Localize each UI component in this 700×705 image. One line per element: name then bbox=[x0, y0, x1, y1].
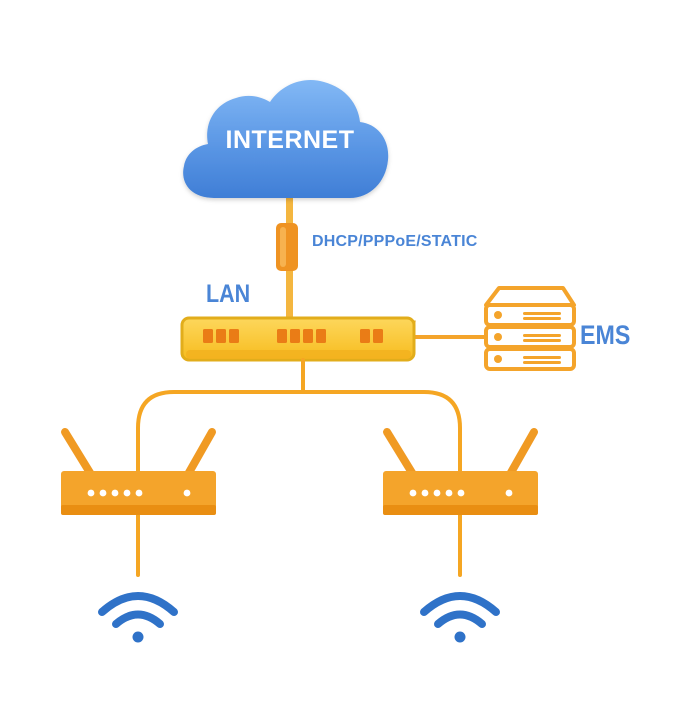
server-icon bbox=[484, 286, 576, 371]
wifi-icon bbox=[420, 592, 500, 643]
distribution-links bbox=[136, 358, 462, 577]
ems-label: EMS bbox=[580, 320, 631, 350]
lan-label: LAN bbox=[206, 280, 251, 308]
internet-label: INTERNET bbox=[225, 126, 355, 154]
uplink-cable bbox=[276, 195, 298, 320]
protocol-label: DHCP/PPPoE/STATIC bbox=[312, 233, 478, 250]
cable-connector bbox=[276, 223, 298, 271]
switch-icon bbox=[180, 316, 416, 362]
router-icon bbox=[61, 428, 216, 515]
switch-ports bbox=[203, 329, 383, 343]
wifi-icon bbox=[98, 592, 178, 643]
router-icon bbox=[383, 428, 538, 515]
cloud-icon bbox=[183, 80, 389, 198]
